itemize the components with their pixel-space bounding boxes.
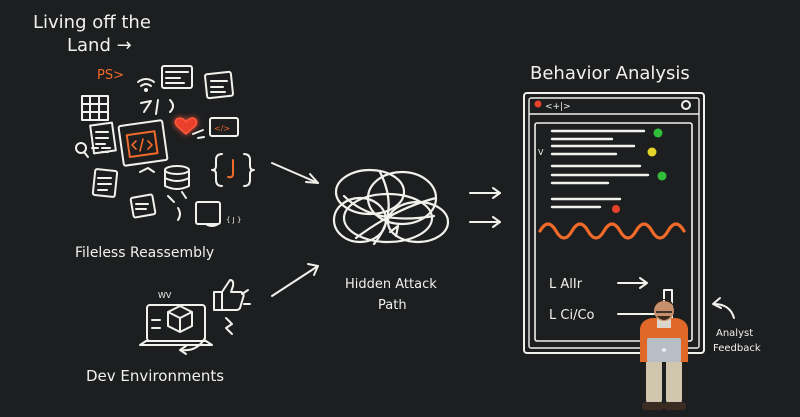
alert-row-arrow xyxy=(617,277,648,289)
status-dot-green xyxy=(653,128,663,138)
analyst-feedback-arrow xyxy=(712,297,735,319)
label-behavior-analysis: Behavior Analysis xyxy=(530,63,690,84)
label-fileless-reassembly: Fileless Reassembly xyxy=(75,245,214,261)
spark-lines xyxy=(192,129,205,139)
json-doc-icon xyxy=(195,201,221,227)
title-living-off-the-land: Living off the xyxy=(33,12,151,33)
wv-label: WV xyxy=(158,291,172,300)
label-feedback: Feedback xyxy=(713,343,761,354)
terminal-window-icon xyxy=(161,65,193,89)
caret-mark xyxy=(139,167,155,173)
scribble-mark xyxy=(140,99,159,115)
code-tag-icon xyxy=(209,117,239,137)
arrow-lotl-to-path xyxy=(271,162,319,184)
label-hidden-attack-path-2: Path xyxy=(378,298,407,313)
activity-waveform xyxy=(538,222,686,240)
data-lines xyxy=(550,129,650,209)
grid-table-icon xyxy=(81,95,109,121)
screen-tab-label: <+|> xyxy=(545,102,571,112)
arrow-path-to-analysis-1 xyxy=(469,187,501,199)
status-dot-green-2 xyxy=(657,171,667,181)
curved-arrow xyxy=(180,337,206,352)
thumbs-up-icon xyxy=(213,279,245,311)
document-icon-4 xyxy=(129,193,157,219)
code-window-icon xyxy=(117,119,169,167)
screen-v-mark: V xyxy=(538,148,544,157)
scribble-mark-2 xyxy=(169,99,174,113)
status-dot-red xyxy=(612,205,620,213)
document-icon-3 xyxy=(91,168,119,198)
spark-lines-2 xyxy=(241,289,251,305)
cube-icon xyxy=(167,305,193,333)
analysis-screen-frame xyxy=(523,92,705,354)
label-dev-environments: Dev Environments xyxy=(86,367,224,385)
label-hidden-attack-path-1: Hidden Attack xyxy=(345,277,437,292)
window-red-dot xyxy=(534,100,542,108)
curved-arrow-head xyxy=(179,345,187,355)
scribble-mark-4 xyxy=(177,207,181,221)
json-braces-text: { J } xyxy=(226,216,241,224)
document-icon xyxy=(204,70,234,100)
json-file-icon xyxy=(211,153,255,187)
row-alert-label: L AlIr xyxy=(549,277,583,292)
powershell-prompt: PS> xyxy=(97,68,124,83)
heart-icon xyxy=(174,117,198,135)
dash-marks xyxy=(101,147,111,153)
status-dot-yellow xyxy=(647,147,657,157)
cico-row-arrow xyxy=(617,289,673,321)
analyst-person-icon xyxy=(640,299,688,410)
label-analyst: Analyst xyxy=(716,328,753,339)
database-icon xyxy=(164,165,190,190)
lightning-icon xyxy=(225,317,233,335)
title-land-arrow: Land → xyxy=(67,35,132,56)
wifi-icon xyxy=(137,78,155,92)
laptop-detail xyxy=(151,319,161,329)
scribble-mark-3 xyxy=(167,191,187,203)
arrow-path-to-analysis-2 xyxy=(469,216,501,228)
code-tag-text: </> xyxy=(214,124,230,133)
magnifier-icon xyxy=(75,142,99,158)
tangle-knot-icon xyxy=(332,168,450,246)
row-cico-label: L Ci/Co xyxy=(549,308,595,323)
laptop-icon xyxy=(139,304,213,346)
arrow-dev-to-path xyxy=(271,263,319,297)
